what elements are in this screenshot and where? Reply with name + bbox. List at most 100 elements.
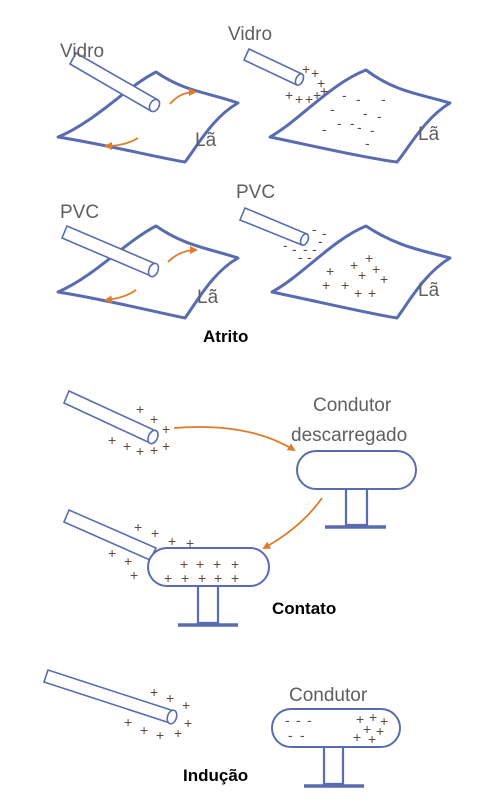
rod-positive-charges: + + + + + + + + xyxy=(124,684,192,743)
svg-text:-: - xyxy=(318,233,323,249)
svg-text:-: - xyxy=(312,221,317,237)
rubbing-arrow-down xyxy=(104,137,139,150)
svg-text:+: + xyxy=(198,570,206,586)
svg-text:+: + xyxy=(313,87,321,103)
wool-label: Lã xyxy=(195,130,217,151)
pvc-rod-charged xyxy=(238,206,309,247)
svg-text:+: + xyxy=(108,432,116,448)
svg-text:-: - xyxy=(356,91,361,107)
svg-text:+: + xyxy=(380,713,388,729)
conductor-stand xyxy=(325,489,386,529)
glass-label: Vidro xyxy=(60,41,104,62)
svg-text:+: + xyxy=(341,277,349,293)
svg-text:+: + xyxy=(162,438,170,454)
glass-rod-charged xyxy=(242,47,304,87)
svg-text:+: + xyxy=(369,709,377,725)
svg-text:+: + xyxy=(354,285,362,301)
induced-positive-charges: + + + + + + + xyxy=(353,709,388,747)
svg-text:+: + xyxy=(134,519,142,535)
contact-section: + + + + + + + + Condutor descarregado + … xyxy=(62,389,417,627)
svg-text:+: + xyxy=(196,556,204,572)
svg-text:+: + xyxy=(302,61,310,77)
svg-text:-: - xyxy=(350,115,355,131)
svg-text:+: + xyxy=(108,545,116,561)
svg-text:-: - xyxy=(307,249,312,265)
svg-text:-: - xyxy=(337,115,342,131)
svg-text:+: + xyxy=(150,442,158,458)
section-title-inducao: Indução xyxy=(183,766,248,785)
touching-rod xyxy=(62,508,158,562)
pvc-rod-tip-charged xyxy=(299,233,310,246)
pvc-rod-tip xyxy=(147,262,160,278)
charged-rod-tip xyxy=(166,709,178,725)
svg-text:-: - xyxy=(322,121,327,137)
rubbing-arrow-up xyxy=(169,88,197,105)
svg-text:+: + xyxy=(162,421,170,437)
svg-text:+: + xyxy=(181,570,189,586)
svg-text:-: - xyxy=(370,122,375,138)
svg-text:+: + xyxy=(326,263,334,279)
svg-text:+: + xyxy=(130,567,138,583)
svg-text:+: + xyxy=(376,723,384,739)
wool-cloth-charged xyxy=(270,224,452,320)
pvc-before-rubbing: PVC Lã xyxy=(56,202,240,320)
conductor-label: Condutor xyxy=(289,685,368,706)
svg-text:+: + xyxy=(311,65,319,81)
svg-text:-: - xyxy=(303,241,308,257)
svg-text:-: - xyxy=(288,727,293,743)
glass-rod-tip-charged xyxy=(294,73,305,86)
charged-conductor xyxy=(147,547,270,587)
wool-negative-charges: - - - - - - - - - - - - xyxy=(322,87,386,151)
svg-text:+: + xyxy=(184,715,192,731)
svg-text:+: + xyxy=(305,91,313,107)
svg-text:-: - xyxy=(292,241,297,257)
pvc-label: PVC xyxy=(236,182,275,203)
induced-conductor xyxy=(271,708,401,748)
glass-label: Vidro xyxy=(228,24,272,45)
approach-arrow xyxy=(173,426,296,452)
svg-text:+: + xyxy=(164,570,172,586)
rubbing-arrow-up xyxy=(167,246,198,263)
svg-text:+: + xyxy=(123,438,131,454)
svg-text:+: + xyxy=(156,727,164,743)
conductor-positive-charges: + + + + + + + + + xyxy=(164,556,239,586)
svg-text:+: + xyxy=(317,75,325,91)
svg-text:-: - xyxy=(330,101,335,117)
svg-text:+: + xyxy=(124,553,132,569)
svg-text:-: - xyxy=(381,91,386,107)
svg-text:+: + xyxy=(182,697,190,713)
discharged-conductor xyxy=(296,450,417,490)
svg-text:+: + xyxy=(174,725,182,741)
svg-text:+: + xyxy=(213,556,221,572)
svg-text:+: + xyxy=(124,714,132,730)
svg-text:+: + xyxy=(372,261,380,277)
wool-positive-charges: + + + + + + + + + + xyxy=(322,250,388,301)
svg-text:+: + xyxy=(368,731,376,747)
svg-text:+: + xyxy=(186,535,194,551)
svg-text:+: + xyxy=(151,525,159,541)
svg-text:+: + xyxy=(136,401,144,417)
conductor-stand xyxy=(304,747,364,788)
svg-text:+: + xyxy=(168,533,176,549)
svg-text:-: - xyxy=(298,249,303,265)
svg-text:+: + xyxy=(295,91,303,107)
induced-negative-charges: - - - - - xyxy=(285,712,312,743)
svg-text:+: + xyxy=(365,250,373,266)
svg-text:-: - xyxy=(300,727,305,743)
svg-text:+: + xyxy=(214,570,222,586)
rod-positive-charges: + + + + + + + + xyxy=(108,401,170,459)
wool-label: Lã xyxy=(418,124,440,145)
svg-text:+: + xyxy=(380,271,388,287)
svg-text:+: + xyxy=(166,690,174,706)
svg-text:-: - xyxy=(285,712,290,728)
contact-arrow xyxy=(262,497,323,549)
svg-text:-: - xyxy=(357,119,362,135)
svg-text:+: + xyxy=(322,277,330,293)
svg-text:+: + xyxy=(231,556,239,572)
rod-negative-charges: - - - - - - - - - xyxy=(283,221,327,265)
conductor-label: Condutor xyxy=(313,395,392,416)
svg-text:-: - xyxy=(296,712,301,728)
conductor-stand xyxy=(178,586,238,627)
rod-positive-charges: + + + + + + + xyxy=(108,519,194,583)
svg-text:+: + xyxy=(368,285,376,301)
